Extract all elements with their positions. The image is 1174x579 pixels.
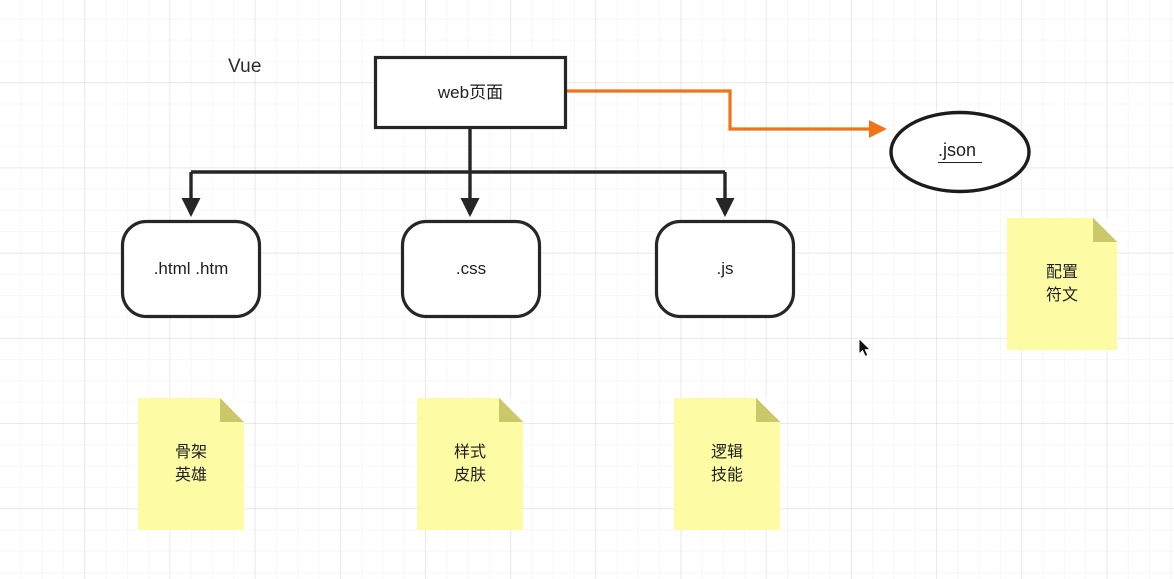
- sticky-note-text: 逻辑 技能: [710, 443, 743, 484]
- node-label-json-wrap: .json: [891, 112, 1029, 192]
- mouse-pointer-icon: [858, 338, 872, 357]
- node-label-json: .json: [937, 140, 983, 163]
- node-label-css: .css: [455, 259, 487, 279]
- sticky-note-text: 配置 符文: [1045, 263, 1078, 304]
- sticky-note-css[interactable]: 样式 皮肤: [417, 398, 523, 530]
- sticky-note-text: 样式 皮肤: [453, 443, 486, 484]
- node-label-root: web页面: [437, 82, 504, 102]
- sticky-note-json[interactable]: 配置 符文: [1007, 218, 1117, 350]
- node-label-js: .js: [716, 259, 734, 279]
- label-vue: Vue: [228, 56, 262, 77]
- folded-corner-icon: [1093, 218, 1117, 242]
- sticky-note-js[interactable]: 逻辑 技能: [674, 398, 780, 530]
- connector-root-to-json: [566, 89, 887, 138]
- folded-corner-icon: [499, 398, 523, 422]
- folded-corner-icon: [756, 398, 780, 422]
- folded-corner-icon: [220, 398, 244, 422]
- connector-root-to-children: [181, 127, 735, 218]
- sticky-note-html[interactable]: 骨架 英雄: [138, 398, 244, 530]
- node-label-html: .html .htm: [153, 259, 229, 279]
- sticky-note-text: 骨架 英雄: [174, 443, 207, 484]
